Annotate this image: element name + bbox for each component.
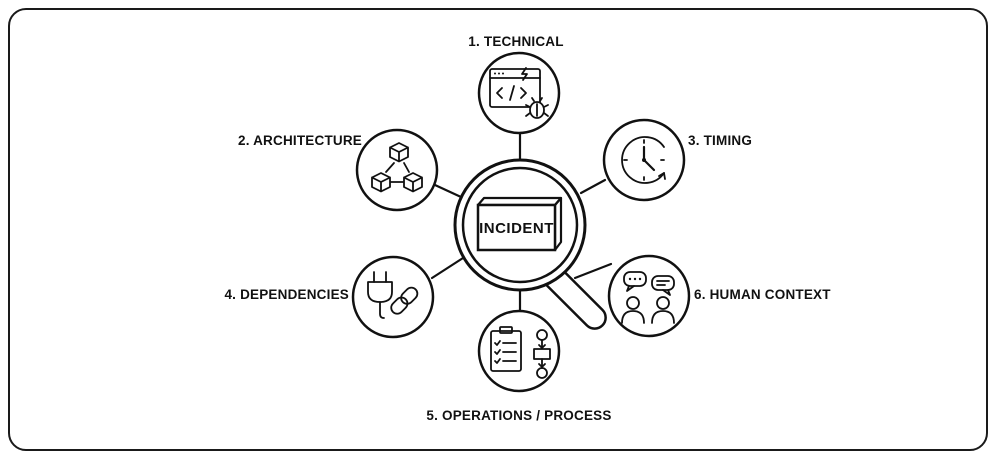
clock-icon bbox=[621, 136, 666, 184]
node-label-architecture: 2. ARCHITECTURE bbox=[238, 133, 362, 148]
people-chat-icon bbox=[621, 271, 675, 324]
checklist-flowchart-icon bbox=[490, 326, 551, 379]
code-window-bug-icon bbox=[489, 67, 549, 119]
node-architecture: 2. ARCHITECTURE bbox=[238, 128, 439, 212]
center-label: INCIDENT bbox=[479, 220, 554, 237]
plug-link-icon bbox=[367, 271, 419, 319]
node-timing: 3. TIMING bbox=[602, 118, 752, 202]
incident-box: INCIDENT bbox=[476, 196, 563, 252]
node-human-context: 6. HUMAN CONTEXT bbox=[607, 254, 831, 338]
node-label-human-context: 6. HUMAN CONTEXT bbox=[694, 287, 831, 302]
node-label-technical: 1. TECHNICAL bbox=[468, 34, 563, 49]
node-label-timing: 3. TIMING bbox=[688, 133, 752, 148]
node-dependencies: 4. DEPENDENCIES bbox=[224, 255, 435, 339]
node-label-operations: 5. OPERATIONS / PROCESS bbox=[426, 408, 611, 423]
node-label-dependencies: 4. DEPENDENCIES bbox=[224, 287, 349, 302]
node-technical: 1. TECHNICAL bbox=[468, 34, 564, 135]
cubes-icon bbox=[371, 142, 423, 193]
node-operations: 5. OPERATIONS / PROCESS bbox=[426, 309, 611, 423]
